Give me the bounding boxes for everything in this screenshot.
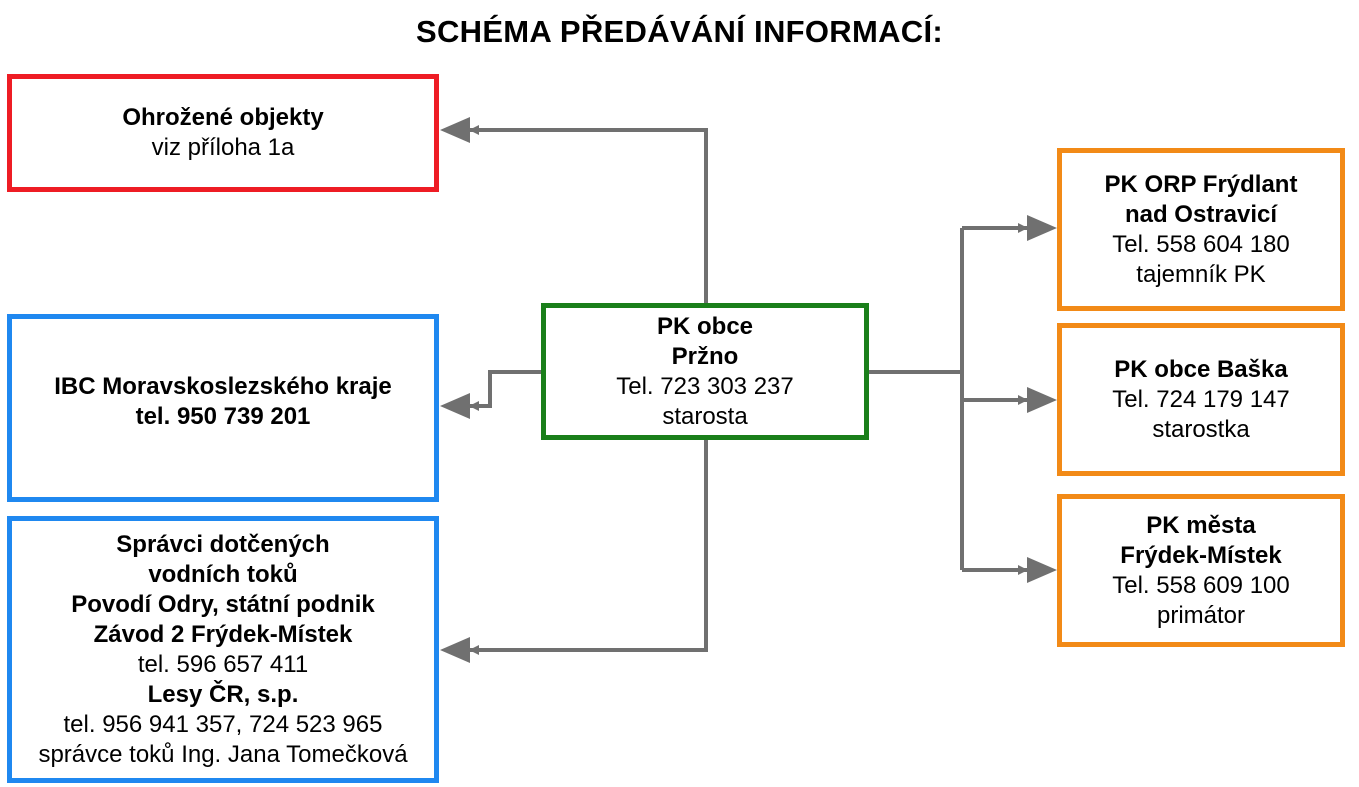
orp-frydlant-label: PK ORP Frýdlant (1104, 170, 1298, 198)
arrowhead-baska (1027, 387, 1057, 413)
arrowhead-managers (440, 637, 470, 663)
orp-frydlant-label-2: nad Ostravicí (1124, 200, 1278, 228)
lesy-cr-name: Lesy ČR, s.p. (147, 680, 299, 708)
threatened-objects-ref: viz příloha 1a (151, 134, 295, 161)
baska-role: starostka (1152, 415, 1250, 443)
povodi-odry-phone: tel. 596 657 411 (137, 650, 309, 678)
frydek-mistek-role: primátor (1156, 601, 1246, 629)
water-managers-heading: Správci dotčených (116, 530, 330, 558)
water-managers-heading-2: vodních toků (148, 560, 298, 588)
center-pk-role: starosta (662, 402, 748, 430)
baska-phone: Tel. 724 179 147 (1112, 385, 1290, 413)
lesy-cr-contact: správce toků Ing. Jana Tomečková (38, 740, 408, 768)
ibc-phone: tel. 950 739 201 (135, 403, 311, 430)
lesy-cr-phone: tel. 956 941 357, 724 523 965 (63, 710, 383, 738)
baska-box: PK obce Baška Tel. 724 179 147 starostka (1057, 323, 1345, 476)
orp-frydlant-box: PK ORP Frýdlant nad Ostravicí Tel. 558 6… (1057, 148, 1345, 311)
ibc-name: IBC Moravskoslezského kraje (54, 373, 392, 400)
arrow-to-managers (469, 438, 708, 655)
arrowhead-ibc (440, 393, 470, 419)
frydek-mistek-phone: Tel. 558 609 100 (1112, 571, 1290, 599)
center-pk-phone: Tel. 723 303 237 (616, 372, 794, 400)
frydek-mistek-label: PK města (1146, 511, 1256, 539)
threatened-objects-label: Ohrožené objekty (122, 104, 324, 131)
orp-frydlant-phone: Tel. 558 604 180 (1112, 230, 1290, 258)
povodi-odry-branch: Závod 2 Frýdek-Místek (93, 620, 353, 648)
ibc-box: IBC Moravskoslezského kraje tel. 950 739… (7, 314, 439, 502)
arrowhead-threatened (440, 117, 470, 143)
povodi-odry-name: Povodí Odry, státní podnik (71, 590, 375, 618)
orp-frydlant-role: tajemník PK (1136, 260, 1266, 288)
center-pk-przno-box: PK obce Pržno Tel. 723 303 237 starosta (541, 303, 869, 440)
arrow-to-ibc (469, 370, 543, 411)
baska-label: PK obce Baška (1114, 355, 1288, 383)
diagram-title: SCHÉMA PŘEDÁVÁNÍ INFORMACÍ: (415, 14, 944, 49)
center-pk-village: Pržno (671, 342, 739, 370)
arrowhead-frydek (1027, 557, 1057, 583)
arrowhead-orp (1027, 215, 1057, 241)
arrow-to-threatened (469, 125, 708, 305)
frydek-mistek-label-2: Frýdek-Místek (1120, 541, 1282, 569)
center-pk-label: PK obce (656, 312, 754, 340)
water-managers-box: Správci dotčených vodních toků Povodí Od… (7, 516, 439, 783)
frydek-mistek-box: PK města Frýdek-Místek Tel. 558 609 100 … (1057, 494, 1345, 647)
threatened-objects-box: Ohrožené objekty viz příloha 1a (7, 74, 439, 192)
